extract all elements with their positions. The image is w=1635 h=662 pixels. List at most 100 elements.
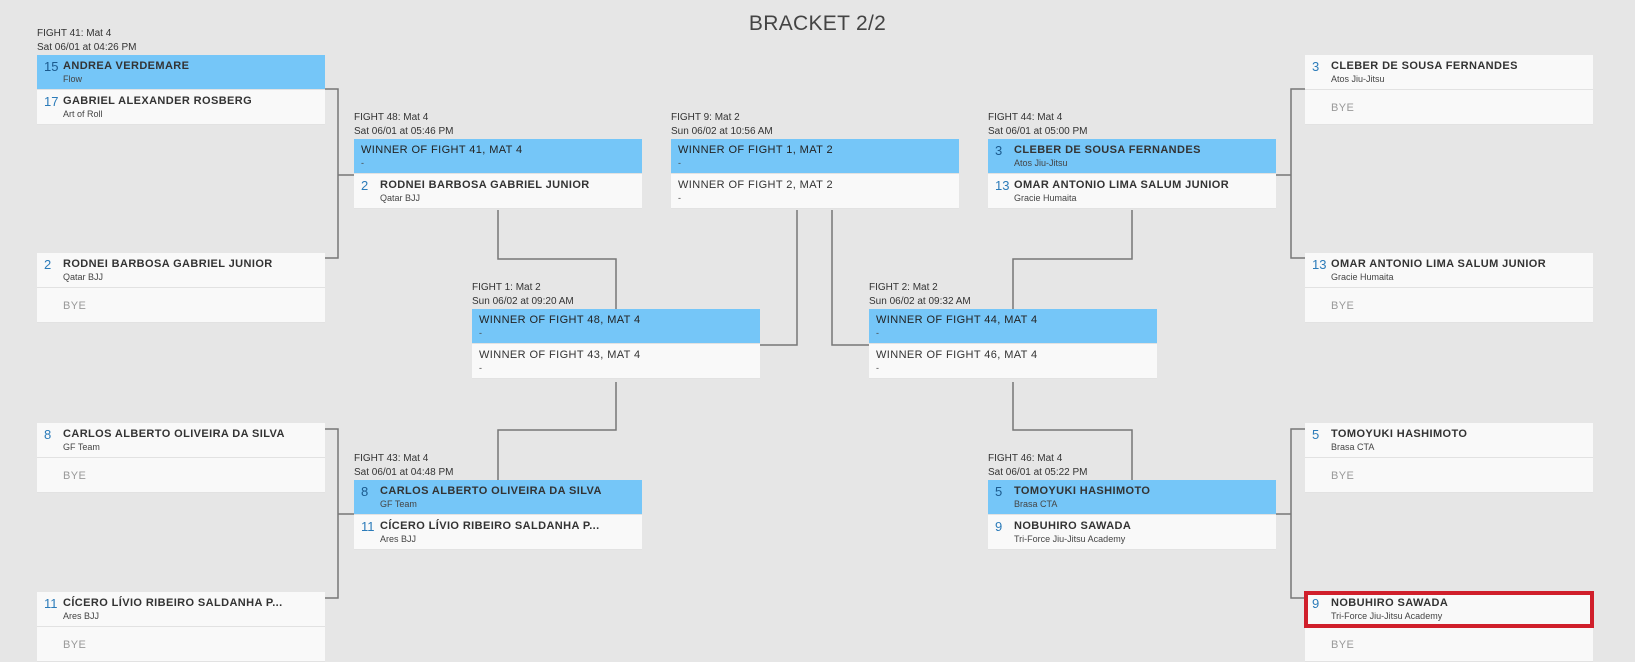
bye-slot[interactable]: BYE [37,288,325,323]
team-name: Ares BJJ [63,611,100,621]
bye-slot[interactable]: BYE [1305,90,1593,125]
competitor-name: RODNEI BARBOSA GABRIEL JUNIOR [380,179,590,191]
competitor-name: BYE [1331,300,1355,312]
competitor-name: CARLOS ALBERTO OLIVEIRA DA SILVA [63,428,285,440]
competitor-name: BYE [1331,102,1355,114]
competitor-name: WINNER OF FIGHT 41, MAT 4 [361,144,523,156]
competitor-slot[interactable]: WINNER OF FIGHT 46, MAT 4 - [869,344,1157,379]
fight-time: Sat 06/01 at 05:22 PM [988,467,1088,478]
seed-number: 5 [995,484,1003,499]
seed-number: 3 [1312,59,1320,74]
bye-slot[interactable]: BYE [1305,627,1593,662]
match-header: FIGHT 48: Mat 4 Sat 06/01 at 05:46 PM [354,111,642,139]
competitor-slot[interactable]: WINNER OF FIGHT 2, MAT 2- [671,174,959,209]
competitor-name: WINNER OF FIGHT 1, MAT 2 [678,144,834,156]
fight-number: FIGHT 41: Mat 4 [37,28,112,39]
team-name: Ares BJJ [380,534,417,544]
bye-slot[interactable]: BYE [1305,458,1593,493]
team-name: GF Team [63,442,100,452]
match-header [1305,395,1593,423]
competitor-slot[interactable]: 2 RODNEI BARBOSA GABRIEL JUNIOR Qatar BJJ [354,174,642,209]
fight-time: Sun 06/02 at 09:20 AM [472,296,574,307]
team-name: - [876,328,879,338]
competitor-name: CARLOS ALBERTO OLIVEIRA DA SILVA [380,485,602,497]
competitor-name: NOBUHIRO SAWADA [1331,597,1449,609]
match-header [1305,564,1593,592]
seed-number: 2 [361,178,369,193]
fight-number: FIGHT 48: Mat 4 [354,112,429,123]
team-name: GF Team [380,499,417,509]
competitor-name: BYE [1331,639,1355,651]
competitor-name: BYE [63,470,87,482]
match-header: FIGHT 41: Mat 4 Sat 06/01 at 04:26 PM [37,27,325,55]
seed-number: 8 [44,427,52,442]
competitor-name: WINNER OF FIGHT 2, MAT 2 [678,179,834,191]
match-header [37,225,325,253]
competitor-name: WINNER OF FIGHT 46, MAT 4 [876,349,1038,361]
competitor-slot[interactable]: WINNER OF FIGHT 43, MAT 4- [472,344,760,379]
bye-slot[interactable]: BYE [37,458,325,493]
competitor-name: WINNER OF FIGHT 43, MAT 4 [479,349,641,361]
seed-number: 8 [361,484,369,499]
competitor-slot[interactable]: WINNER OF FIGHT 1, MAT 2 - [671,139,959,174]
team-name: Brasa CTA [1331,442,1375,452]
competitor-name: CÍCERO LÍVIO RIBEIRO SALDANHA P... [63,597,283,609]
seed-number: 9 [1312,596,1320,611]
match-header [1305,225,1593,253]
seed-number: 11 [361,519,375,534]
team-name: Qatar BJJ [380,193,421,203]
match-f41: FIGHT 41: Mat 4 Sat 06/01 at 04:26 PM 15 AN… [37,27,325,125]
competitor-slot[interactable]: WINNER OF FIGHT 41, MAT 4- [354,139,642,174]
seed-number: 13 [1312,257,1327,272]
seed-number: 2 [44,257,52,272]
seed-number: 15 [44,59,59,74]
competitor-name: BYE [63,639,87,651]
seed-number: 5 [1312,427,1320,442]
team-name: - [678,158,681,168]
seed-number: 9 [995,519,1003,534]
bye-slot[interactable]: BYE [1305,288,1593,323]
competitor-slot[interactable]: WINNER OF FIGHT 44, MAT 4- [869,309,1157,344]
team-name: - [876,363,879,373]
match-header [37,395,325,423]
competitor-name: ANDREA VERDEMARE [63,60,190,72]
bye-slot[interactable]: BYE [37,627,325,662]
fight-number: FIGHT 2: Mat 2 [869,282,938,293]
competitor-slot[interactable]: 8 CARLOS ALBERTO OLIVEIRA DA SILVA GF Team [354,480,642,515]
competitor-name: OMAR ANTONIO LIMA SALUM JUNIOR [1331,258,1547,270]
seed-number: 3 [995,143,1003,158]
fight-number: FIGHT 9: Mat 2 [671,112,740,123]
fight-number: FIGHT 43: Mat 4 [354,453,429,464]
fight-time: Sat 06/01 at 05:46 PM [354,126,454,137]
match-header [37,564,325,592]
competitor-name: WINNER OF FIGHT 48, MAT 4 [479,314,641,326]
competitor-name: BYE [63,300,87,312]
competitor-slot[interactable]: WINNER OF FIGHT 48, MAT 4- [472,309,760,344]
fight-time: Sat 06/01 at 04:26 PM [37,42,137,53]
competitor-name: BYE [1331,470,1355,482]
competitor-slot[interactable]: 8 CARLOS ALBERTO OLIVEIRA DA SILVA GF Team [37,423,325,458]
fight-time: Sat 06/01 at 05:00 PM [988,126,1088,137]
